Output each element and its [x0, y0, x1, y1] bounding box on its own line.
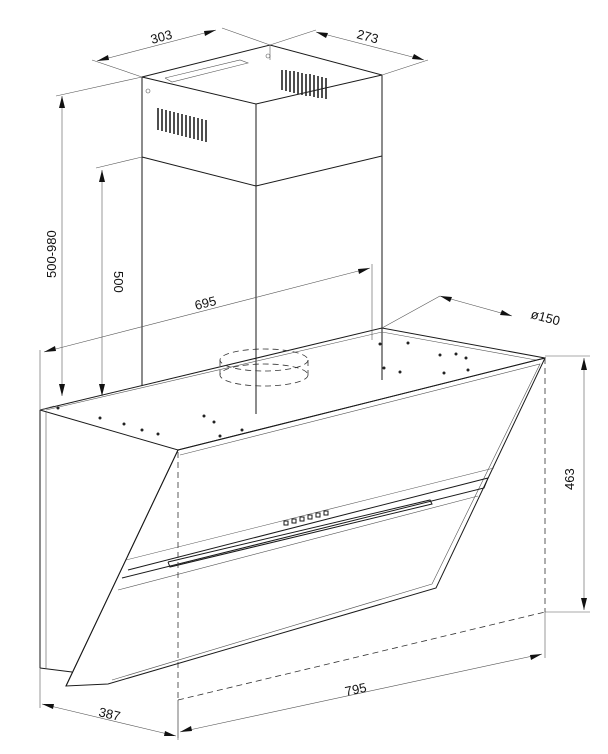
outlet-collar — [219, 348, 309, 387]
dim-303 — [91, 27, 271, 78]
dim-150 — [381, 295, 513, 329]
label-hood-height: 463 — [562, 468, 577, 490]
label-outlet-diameter: ø150 — [529, 306, 562, 328]
hidden-edges — [177, 358, 546, 701]
label-hood-depth: 387 — [97, 704, 122, 723]
label-chimney-width: 303 — [149, 27, 174, 47]
dim-795 — [177, 612, 546, 738]
dim-387 — [39, 668, 179, 740]
chimney — [141, 44, 383, 414]
label-chimney-depth: 273 — [355, 26, 380, 46]
label-hood-width: 795 — [344, 680, 368, 699]
chimney-vent-right — [281, 70, 327, 99]
dim-500-980 — [39, 76, 143, 411]
chimney-vent-left — [157, 108, 207, 142]
hood-body — [39, 327, 546, 687]
dim-273 — [269, 29, 429, 76]
label-total-height: 500-980 — [44, 230, 59, 278]
dim-500 — [95, 156, 143, 396]
label-chimney-height: 500 — [111, 271, 126, 293]
label-width: 695 — [193, 293, 218, 313]
dim-463 — [545, 355, 590, 613]
dim-695 — [39, 264, 373, 410]
